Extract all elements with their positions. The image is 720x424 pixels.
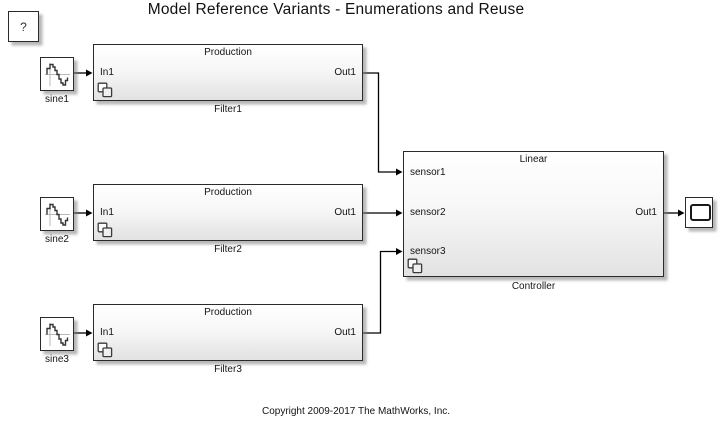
wire-filter3-to-controller[interactable] xyxy=(363,250,397,334)
variant-header: Production xyxy=(204,47,252,58)
block-label-sine3: sine3 xyxy=(45,354,69,365)
block-label-filter3: Filter3 xyxy=(214,364,242,375)
inport-label-sensor2: sensor2 xyxy=(410,207,446,218)
outport-label: Out1 xyxy=(334,207,356,218)
variant-header: Linear xyxy=(519,154,548,165)
help-block[interactable]: ? xyxy=(8,11,39,42)
block-sine1[interactable] xyxy=(40,57,74,91)
variant-header: Production xyxy=(204,187,252,198)
arrowhead-icon xyxy=(86,69,93,77)
outport-label: Out1 xyxy=(334,67,356,78)
sine-wave-icon xyxy=(44,322,70,346)
block-label-sine1: sine1 xyxy=(45,94,69,105)
sine-wave-icon xyxy=(44,62,70,86)
block-label-sine2: sine2 xyxy=(45,234,69,245)
arrowhead-icon xyxy=(396,209,403,217)
variant-header: Production xyxy=(204,307,252,318)
question-mark-icon: ? xyxy=(20,19,27,34)
outport-label: Out1 xyxy=(635,207,657,218)
block-filter3[interactable]: Production In1 Out1 xyxy=(93,304,363,361)
block-filter2[interactable]: Production In1 Out1 xyxy=(93,184,363,241)
block-scope[interactable] xyxy=(685,197,713,228)
inport-label-sensor1: sensor1 xyxy=(410,167,446,178)
scope-screen-icon xyxy=(690,204,711,221)
arrowhead-icon xyxy=(86,329,93,337)
inport-label: In1 xyxy=(100,207,114,218)
model-title: Model Reference Variants - Enumerations … xyxy=(147,1,525,18)
arrowhead-icon xyxy=(86,209,93,217)
block-label-filter2: Filter2 xyxy=(214,244,242,255)
block-label-controller: Controller xyxy=(511,281,556,292)
arrowhead-icon xyxy=(396,168,403,176)
block-controller[interactable]: Linear sensor1 sensor2 sensor3 Out1 xyxy=(403,151,664,277)
block-filter1[interactable]: Production In1 Out1 xyxy=(93,44,363,101)
outport-label: Out1 xyxy=(334,327,356,338)
variant-badge-icon xyxy=(97,222,113,238)
arrowhead-icon xyxy=(396,248,403,255)
block-label-filter1: Filter1 xyxy=(214,104,242,115)
variant-badge-icon xyxy=(407,258,423,274)
copyright-text: Copyright 2009-2017 The MathWorks, Inc. xyxy=(261,406,451,417)
block-sine3[interactable] xyxy=(40,317,74,351)
variant-badge-icon xyxy=(97,82,113,98)
sine-wave-icon xyxy=(44,202,70,226)
arrowhead-icon xyxy=(678,209,685,217)
inport-label-sensor3: sensor3 xyxy=(410,246,446,257)
inport-label: In1 xyxy=(100,67,114,78)
block-sine2[interactable] xyxy=(40,197,74,231)
wire-filter1-to-controller[interactable] xyxy=(363,72,397,173)
inport-label: In1 xyxy=(100,327,114,338)
variant-badge-icon xyxy=(97,342,113,358)
